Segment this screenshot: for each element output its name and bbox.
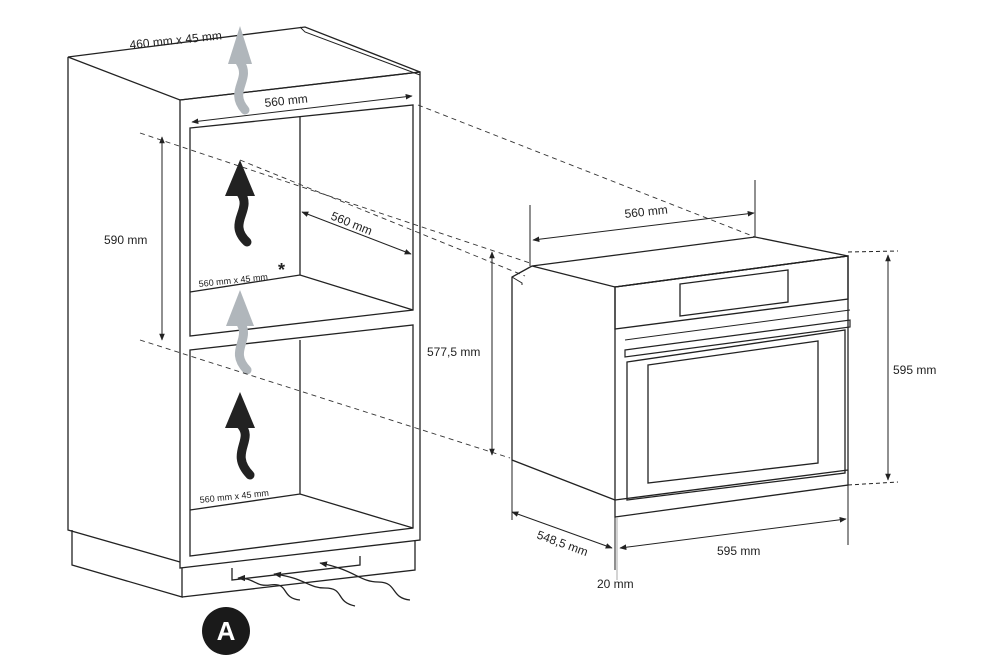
oven-depth-label: 548,5 mm: [535, 528, 590, 559]
cabinet-front: [179, 71, 421, 569]
up-arrow-icon: [226, 290, 254, 375]
inner-depth-line: [301, 211, 412, 255]
oven-depth-line: [511, 511, 613, 549]
cabinet-left-side: [67, 57, 181, 563]
oven-window: [647, 340, 819, 484]
oven-width-label: 595 mm: [717, 544, 760, 558]
cabinet: [67, 26, 421, 598]
inner-width-label: 560 mm: [264, 92, 309, 110]
top-vent-label: 460 mm x 45 mm: [129, 28, 223, 52]
up-arrow-icon: [225, 160, 255, 247]
intake-arrows: [237, 561, 411, 607]
oven-dimensions: [489, 180, 899, 580]
oven-top-depth-line: [532, 210, 755, 243]
shelf-vent-label: 560 mm x 45 mm: [198, 272, 268, 289]
niche-height-label: 590 mm: [104, 233, 147, 247]
upper-niche: [189, 104, 414, 337]
marker-a-label: A: [217, 616, 236, 646]
cabinet-dimensions: [159, 93, 413, 341]
body-height-label: 577,5 mm: [427, 345, 480, 359]
airflow-arrows: [225, 26, 255, 480]
wavy-arrow-icon: [273, 571, 356, 607]
inner-width-line: [191, 93, 413, 125]
wavy-arrow-icon: [319, 561, 411, 601]
oven-handle[interactable]: [624, 319, 851, 358]
front-depth-label: 20 mm: [597, 577, 634, 591]
oven-height-label: 595 mm: [893, 363, 936, 377]
oven-front: [614, 255, 849, 518]
lower-niche: [189, 324, 414, 557]
wavy-arrow-icon: [237, 574, 301, 601]
oven-side: [511, 265, 616, 501]
oven-display: [679, 269, 789, 317]
oven-width-line: [619, 517, 847, 550]
inner-depth-label: 560 mm: [329, 209, 374, 238]
up-arrow-icon: [228, 26, 252, 115]
oven: [511, 236, 851, 518]
shelf-vent-note: *: [278, 260, 285, 280]
cabinet-plinth: [71, 530, 183, 598]
marker-a: A: [202, 607, 250, 655]
oven-door[interactable]: [626, 329, 846, 501]
control-panel: [614, 255, 849, 330]
oven-top-depth-label: 560 mm: [624, 203, 669, 221]
up-arrow-icon: [225, 392, 255, 480]
dimension-labels: 460 mm x 45 mm 560 mm 590 mm 560 mm 560 …: [104, 28, 936, 591]
bottom-vent-label: 560 mm x 45 mm: [199, 488, 269, 505]
